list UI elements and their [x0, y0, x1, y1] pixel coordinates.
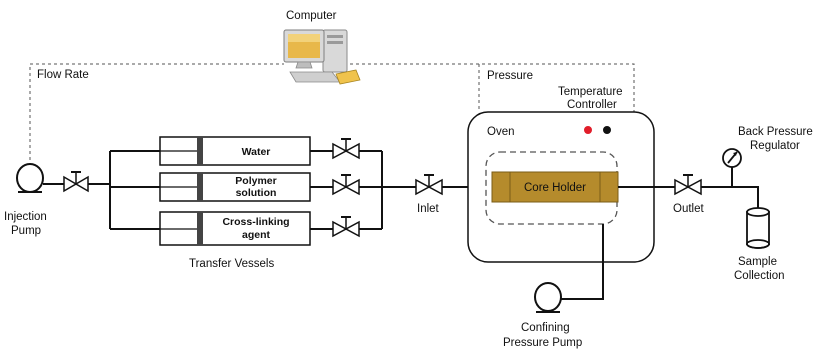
outlet-label: Outlet: [673, 203, 704, 215]
transfer-vessel-crosslinking: [159, 211, 311, 246]
crosslinking-valve-icon: [332, 216, 360, 238]
polymer-valve-icon: [332, 174, 360, 196]
injection-pump-label-line-2: Pump: [11, 225, 41, 237]
outlet-valve-icon: [674, 174, 702, 196]
computer-to-oven-signal-line: [350, 63, 635, 112]
confining-pump-label-line-2: Pressure Pump: [503, 337, 582, 349]
transfer-vessel-water: [159, 136, 311, 166]
pressure-label: Pressure: [487, 70, 533, 82]
inlet-label: Inlet: [417, 203, 440, 215]
core-holder: [491, 171, 619, 203]
back-pressure-label-line-1: Back Pressure: [738, 126, 813, 138]
confining-pressure-pump-icon: [534, 282, 562, 313]
crosslinking-label-line-1: Cross-linking: [222, 216, 289, 228]
confining-pump-label-line-1: Confining: [521, 322, 570, 334]
polymer-label-line-2: solution: [236, 187, 277, 199]
core-holder-label: Core Holder: [524, 182, 586, 194]
red-indicator-light: [584, 126, 592, 134]
sample-bottle-icon: [746, 207, 770, 249]
flow-rate-label: Flow Rate: [37, 69, 89, 81]
polymer-label-line-1: Polymer: [235, 175, 276, 187]
black-indicator-light: [603, 126, 611, 134]
injection-pump-icon: [16, 163, 64, 193]
computer-label: Computer: [286, 10, 337, 22]
sample-collection-label-line-2: Collection: [734, 270, 785, 282]
computer-icon: [283, 29, 361, 85]
outlet-line: [701, 186, 759, 212]
inlet-valve-icon: [415, 174, 443, 196]
oven-label: Oven: [487, 126, 515, 138]
signal-lines: [29, 63, 635, 160]
outlet-manifold: [359, 150, 416, 230]
injection-valve-icon: [63, 171, 89, 193]
water-valve-icon: [332, 138, 360, 160]
temperature-controller-label-line-1: Temperature: [558, 86, 623, 98]
transfer-vessel-polymer: [159, 172, 311, 202]
crosslinking-label-line-2: agent: [242, 229, 271, 241]
sample-collection-label-line-1: Sample: [738, 256, 777, 268]
temperature-controller-label-line-2: Controller: [567, 99, 617, 111]
back-pressure-label-line-2: Regulator: [750, 140, 800, 152]
water-label: Water: [242, 146, 271, 158]
flow-rate-signal-line: [29, 63, 284, 160]
pressure-gauge-icon: [722, 148, 742, 168]
injection-pump-label-line-1: Injection: [4, 211, 47, 223]
transfer-vessels-label: Transfer Vessels: [189, 258, 274, 270]
confining-pressure-line: [561, 224, 604, 300]
inlet-manifold: [109, 150, 160, 230]
